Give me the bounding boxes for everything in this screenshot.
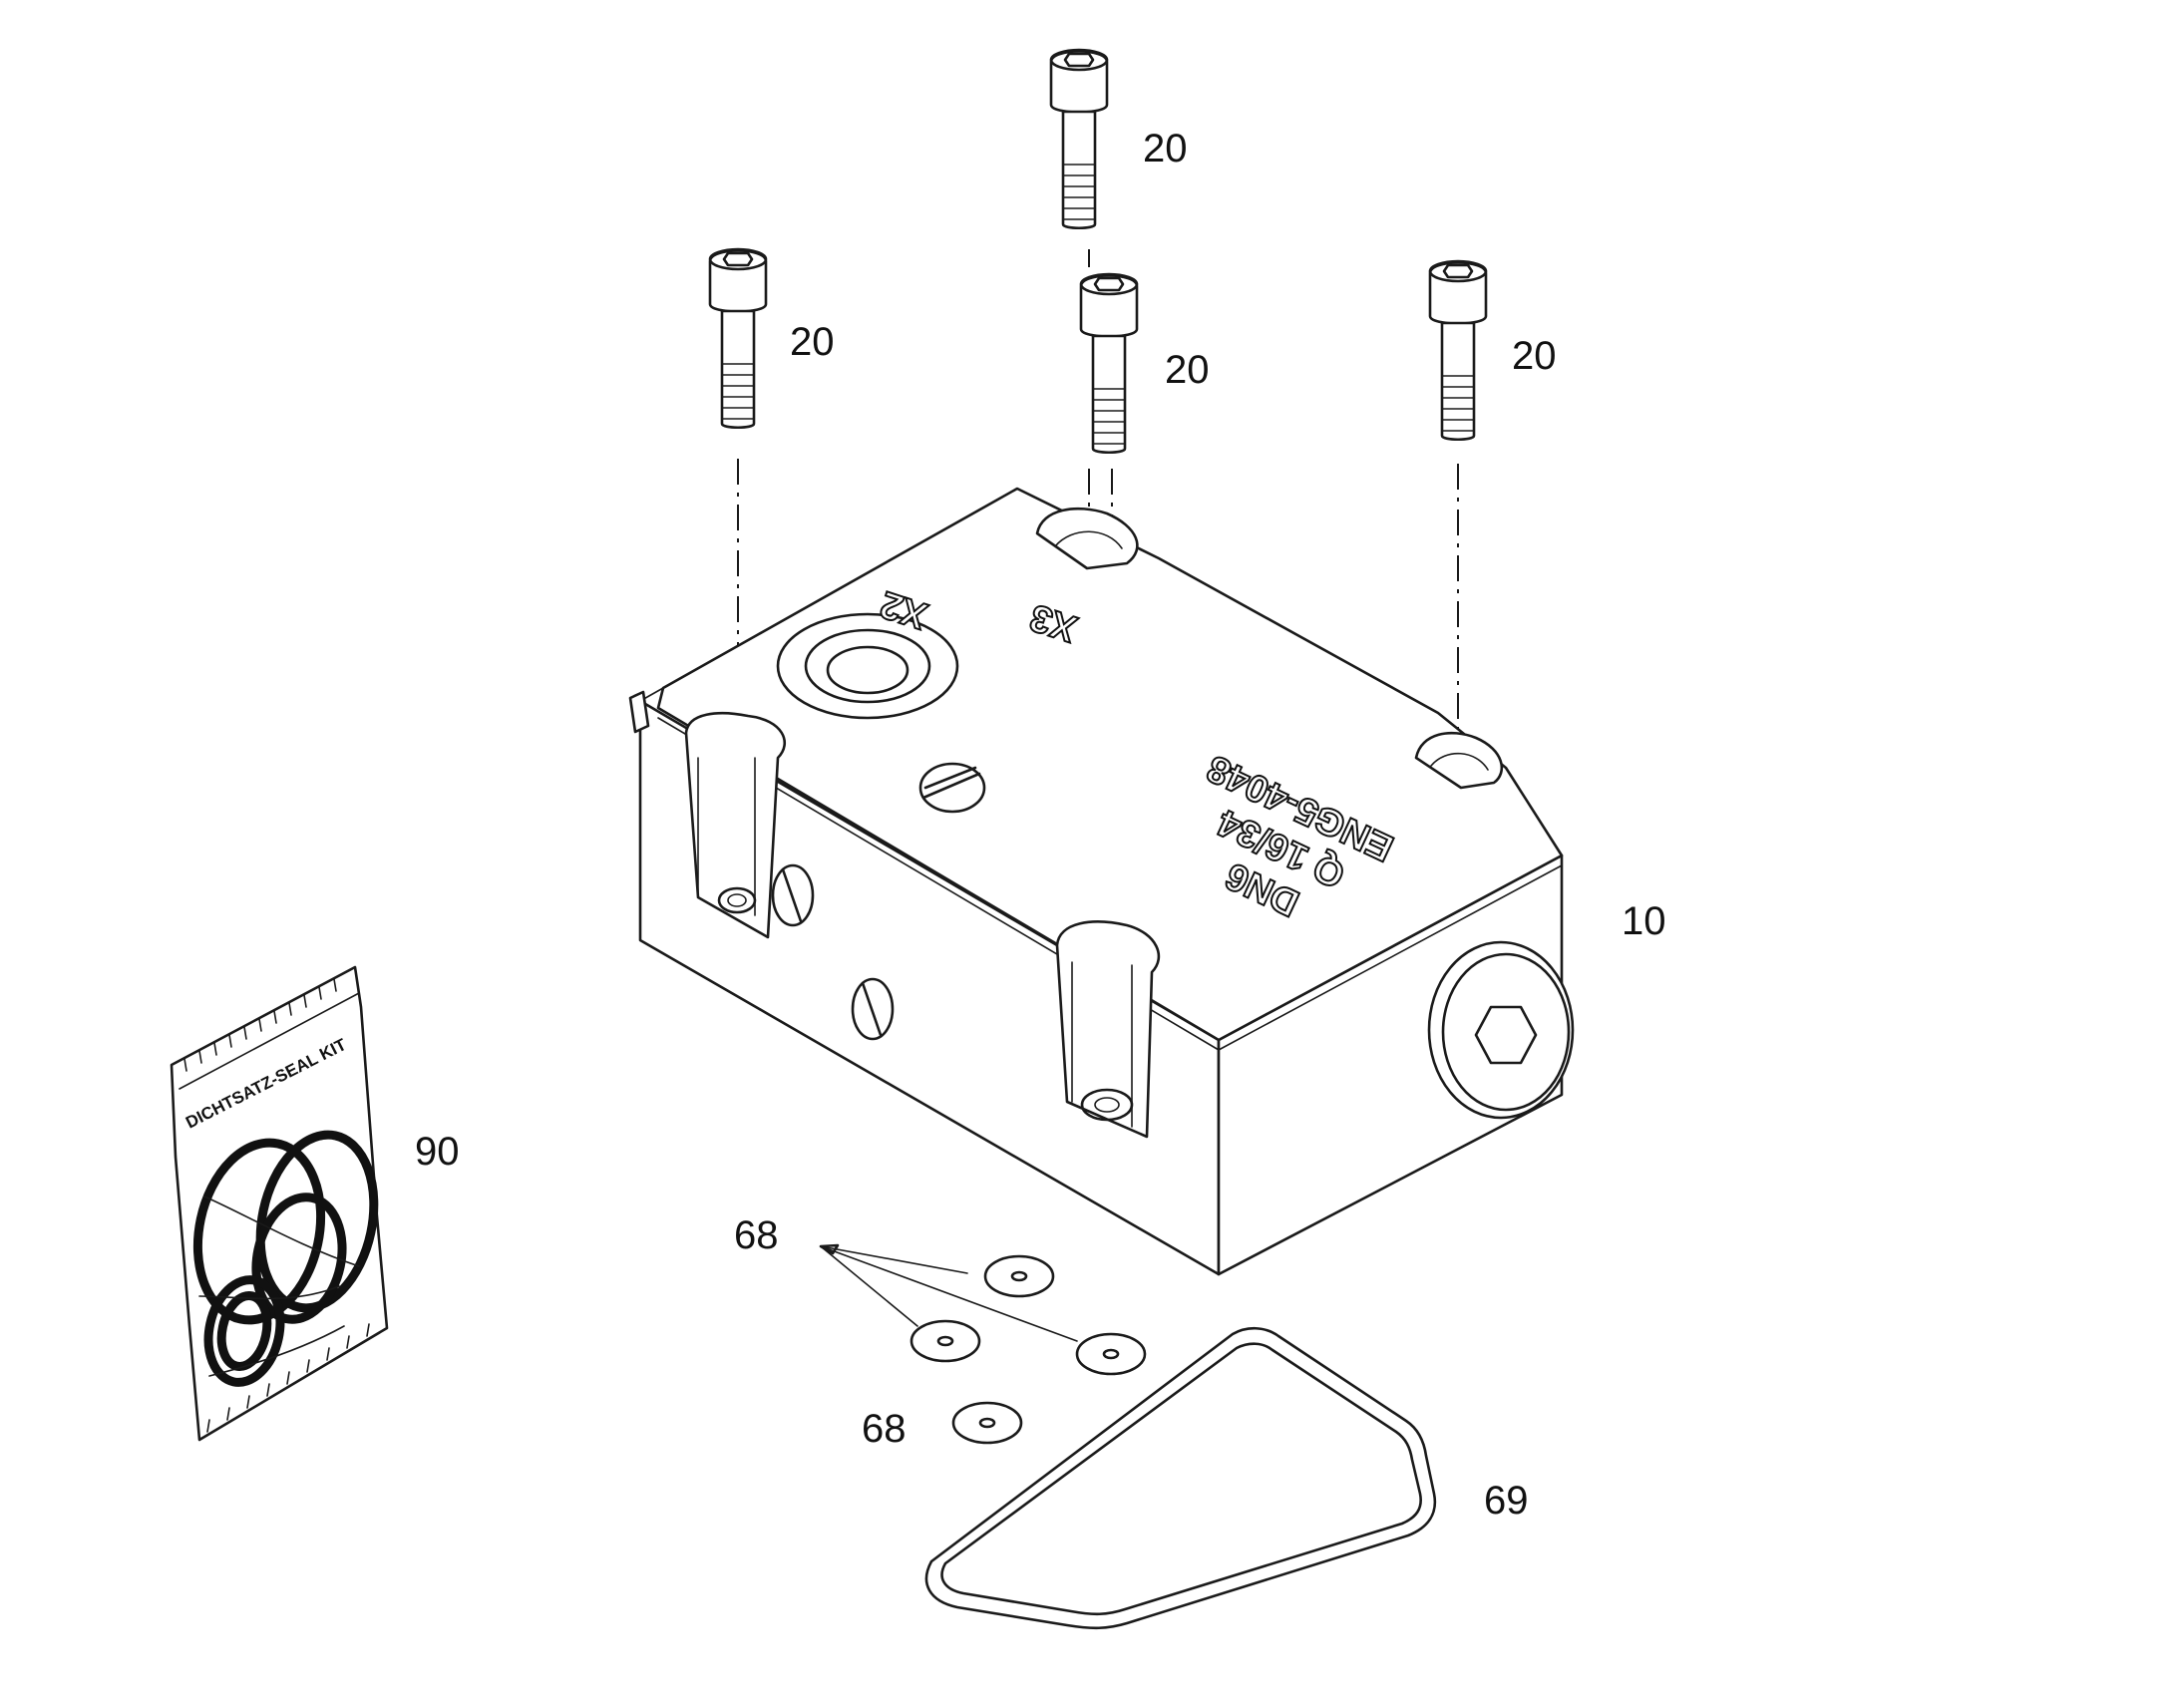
top-port [776,612,959,720]
o-ring-washer [983,1254,1055,1298]
flat-gasket [924,1326,1437,1630]
callout-washers-lower: 68 [862,1407,907,1451]
cap-screw [708,247,768,430]
o-ring-washer [909,1319,981,1363]
bolt-notch [1414,731,1504,790]
seal-kit-o-rings [192,1130,379,1387]
callout-bolt-left: 20 [790,320,835,364]
bolt-notch [1055,920,1161,1139]
slotted-screw-side [851,977,895,1041]
bolt-notch [684,711,787,939]
callout-washers-upper: 68 [734,1213,779,1257]
callout-gasket: 69 [1484,1479,1529,1523]
bag-wrinkles [198,1196,360,1377]
bag-seal-teeth [183,978,370,1433]
callout-bolt-top: 20 [1143,127,1188,171]
seal-kit-bag: DICHTSATZ-SEAL KIT [170,965,389,1442]
callout-bolt-center: 20 [1165,348,1210,392]
cap-screw [1049,48,1109,230]
callout-labels: 20 20 20 20 10 90 68 68 69 [415,127,1666,1523]
o-ring-washer [951,1401,1023,1445]
callout-leaders [819,1243,1078,1342]
valve-housing: X2 X3 DN6 Q 16/34 ENG5-4048 [628,487,1575,1276]
cap-screw [1079,272,1139,455]
cap-screw [1428,259,1488,442]
callout-bolt-right: 20 [1512,334,1557,378]
callout-housing: 10 [1622,899,1666,943]
o-ring-washer [1075,1332,1147,1376]
slotted-screw-side [771,863,815,927]
hex-socket-plug [1427,940,1575,1120]
slotted-screw-top [918,762,986,814]
bolt-notch [1035,507,1139,570]
callout-seal-kit: 90 [415,1130,460,1174]
